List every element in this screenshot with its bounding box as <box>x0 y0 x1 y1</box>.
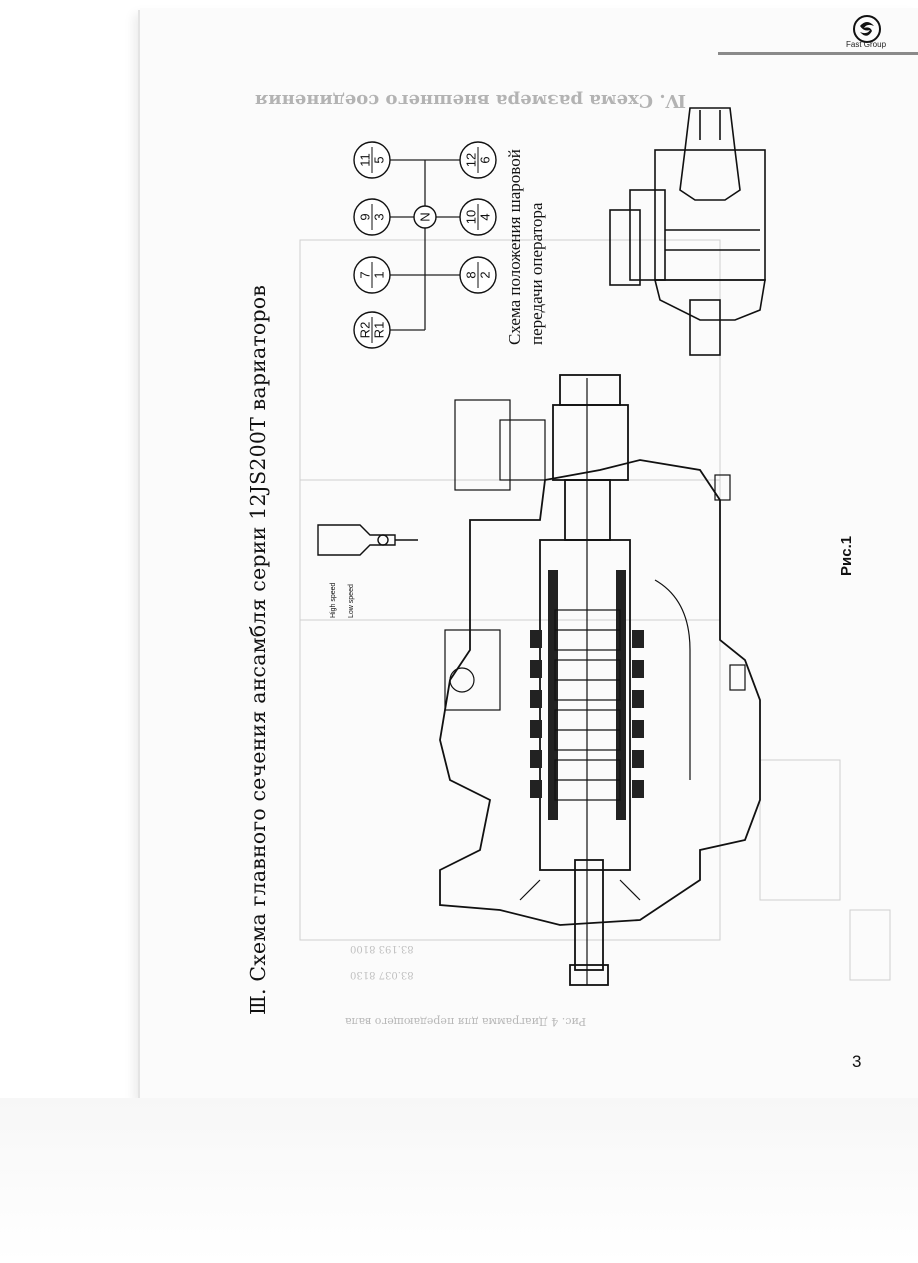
gate-label-bottom: 1 <box>372 271 387 278</box>
scanner-background <box>0 1098 918 1263</box>
neutral-circle <box>413 205 437 229</box>
neutral-label: N <box>418 212 433 221</box>
logo-text: Fast Group <box>846 40 887 49</box>
gear-teeth <box>530 570 644 820</box>
gate-label-top: 9 <box>358 213 373 220</box>
shift-caption-line-2: передачи оператора <box>527 202 546 345</box>
shift-lever <box>317 524 418 556</box>
gate-label-top: R2 <box>358 322 373 339</box>
gate-label-top: 11 <box>358 153 373 167</box>
figure-caption: Рис.1 <box>838 535 855 576</box>
bleed-drawing-lines <box>299 239 891 981</box>
internal-gears <box>444 399 746 901</box>
page-number: 3 <box>852 1052 862 1071</box>
gate-label-top: 7 <box>358 271 373 278</box>
high-speed-label: High speed <box>330 582 337 618</box>
gate-label-bottom: 4 <box>478 213 493 220</box>
fast-group-logo-icon <box>853 15 881 43</box>
gate-label-bottom: R1 <box>372 322 387 339</box>
header-rule <box>718 52 918 55</box>
gate-label-bottom: 2 <box>478 271 493 278</box>
gate-label-bottom: 5 <box>372 156 387 163</box>
output-housing <box>609 107 766 356</box>
gate-label-top: 8 <box>464 271 479 278</box>
gate-label-bottom: 6 <box>478 156 493 163</box>
gate-label-top: 12 <box>464 153 479 167</box>
gate-label-top: 10 <box>464 210 479 224</box>
shift-caption-line-1: Схема положения шаровой <box>505 149 524 345</box>
low-speed-label: Low speed <box>348 584 355 618</box>
gate-label-bottom: 3 <box>372 213 387 220</box>
